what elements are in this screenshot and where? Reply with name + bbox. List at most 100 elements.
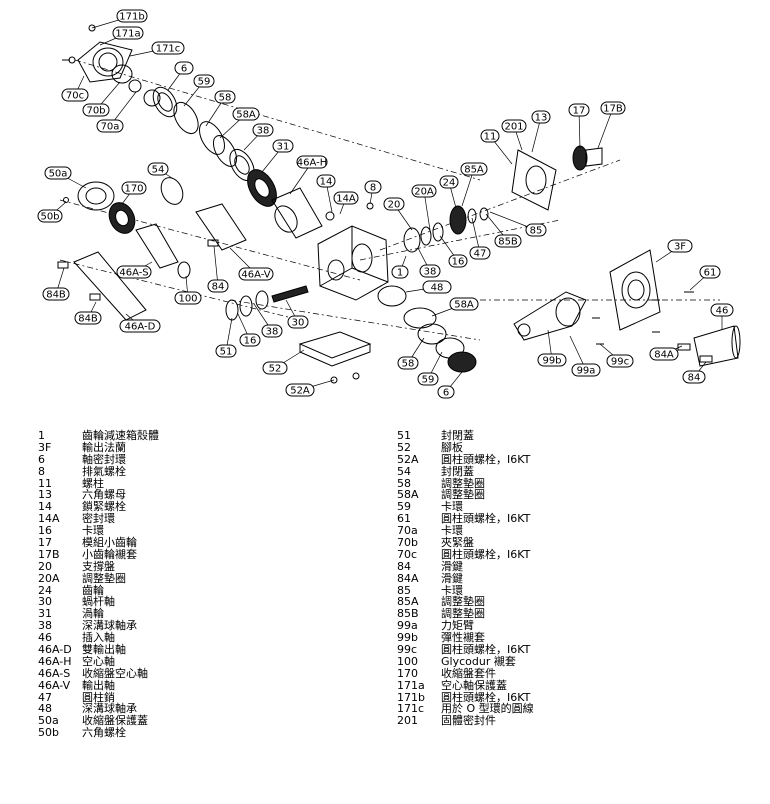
callout-text: 85 xyxy=(530,226,543,237)
callout-text: 99a xyxy=(577,366,596,377)
callout-label: 100 xyxy=(174,275,202,305)
callout-bubble xyxy=(174,291,202,305)
callout-bubble xyxy=(649,347,679,361)
gearbox-housing-part xyxy=(317,202,389,301)
part-description: 卡環 xyxy=(441,500,463,514)
part-code: 84 xyxy=(397,559,411,573)
callout-text: 38 xyxy=(257,126,270,137)
callout-text: 46A-D xyxy=(125,322,156,333)
shrink-disc-part xyxy=(63,181,136,234)
callout-bubble xyxy=(215,344,237,358)
callout-bubble xyxy=(439,175,459,189)
callout-label: 99a xyxy=(569,335,601,377)
callout-bubble xyxy=(419,264,441,278)
callout-label: 46A-V xyxy=(229,247,274,281)
part-code: 20 xyxy=(38,559,52,573)
callout-label: 54 xyxy=(147,162,173,179)
part-description: 六角螺母 xyxy=(82,488,126,502)
callout-bubble xyxy=(174,61,194,75)
part-description: 支撐盤 xyxy=(82,559,115,573)
part-code: 85A xyxy=(397,595,419,609)
part-description: 圓柱頭螺栓，I6KT xyxy=(441,547,531,561)
part-code: 3F xyxy=(38,440,52,454)
callout-text: 31 xyxy=(277,142,290,153)
callout-bubble xyxy=(391,265,409,279)
torque-arm-part xyxy=(513,291,587,341)
callout-label: 58A xyxy=(431,297,479,317)
part-description: 夾緊盤 xyxy=(441,536,474,550)
part-description: 圓柱頭螺栓，I6KT xyxy=(441,512,531,526)
callout-label: 85A xyxy=(460,162,488,207)
callout-label: 46A-S xyxy=(116,261,153,279)
callout-bubble xyxy=(537,353,567,367)
callout-text: 85B xyxy=(498,237,518,248)
part-code: 13 xyxy=(38,488,52,502)
callout-text: 3F xyxy=(674,242,686,253)
callout-text: 8 xyxy=(370,183,376,194)
part-code: 100 xyxy=(397,654,418,668)
part-description: 軸密封環 xyxy=(82,452,126,466)
part-code: 46A-D xyxy=(38,643,72,657)
part-code: 52 xyxy=(397,440,411,454)
callout-bubble xyxy=(82,103,110,117)
callout-label: 201 xyxy=(501,119,527,151)
callout-text: 46A-S xyxy=(119,268,148,279)
callout-text: 100 xyxy=(178,294,197,305)
callout-bubble xyxy=(214,90,236,104)
part-description: 深溝球軸承 xyxy=(82,702,137,716)
callout-bubble xyxy=(667,239,693,253)
callout-label: 99c xyxy=(599,343,634,368)
callout-label: 46 xyxy=(710,303,734,330)
callout-bubble xyxy=(682,370,706,384)
callout-label: 24 xyxy=(439,175,459,209)
part-code: 171a xyxy=(397,678,425,692)
callout-label: 58A xyxy=(219,107,260,139)
callout-text: 14 xyxy=(320,177,333,188)
callout-text: 58A xyxy=(454,300,474,311)
callout-label: 70c xyxy=(61,75,89,102)
part-code: 84A xyxy=(397,571,419,585)
part-description: 圓柱頭螺栓，I6KT xyxy=(441,452,531,466)
callout-label: 70b xyxy=(82,81,121,117)
part-code: 46A-H xyxy=(38,654,72,668)
part-description: 齒輪減速箱殼體 xyxy=(82,429,159,442)
legend-row: 85A 調整墊圈 xyxy=(397,596,737,608)
callout-text: 13 xyxy=(535,113,548,124)
part-description: 滑鍵 xyxy=(441,571,463,585)
part-code: 11 xyxy=(38,476,52,490)
callout-text: 58 xyxy=(219,93,232,104)
part-code: 58A xyxy=(397,488,419,502)
part-code: 14 xyxy=(38,500,52,514)
callout-bubble xyxy=(411,184,437,198)
closure-cover-part xyxy=(160,177,184,205)
callout-label: 31 xyxy=(261,139,294,173)
part-description: 調整墊圈 xyxy=(441,595,485,609)
callout-text: 47 xyxy=(474,249,487,260)
part-code: 201 xyxy=(397,714,418,728)
part-description: 力矩臂 xyxy=(441,619,474,633)
callout-label: 171a xyxy=(99,26,144,46)
part-description: 封閉蓋 xyxy=(441,429,474,442)
part-description: 六角螺栓 xyxy=(82,726,126,740)
part-description: 調整墊圈 xyxy=(441,488,485,502)
part-description: 輸出法蘭 xyxy=(82,440,126,454)
callout-bubble xyxy=(448,254,468,268)
part-description: 齒輪 xyxy=(82,583,104,597)
part-description: 空心軸 xyxy=(82,654,115,668)
callout-bubble xyxy=(571,363,601,377)
callout-text: 171c xyxy=(156,44,181,55)
part-code: 38 xyxy=(38,619,52,633)
callout-label: 58 xyxy=(397,337,425,370)
part-description: 小齒輪襯套 xyxy=(82,547,137,561)
